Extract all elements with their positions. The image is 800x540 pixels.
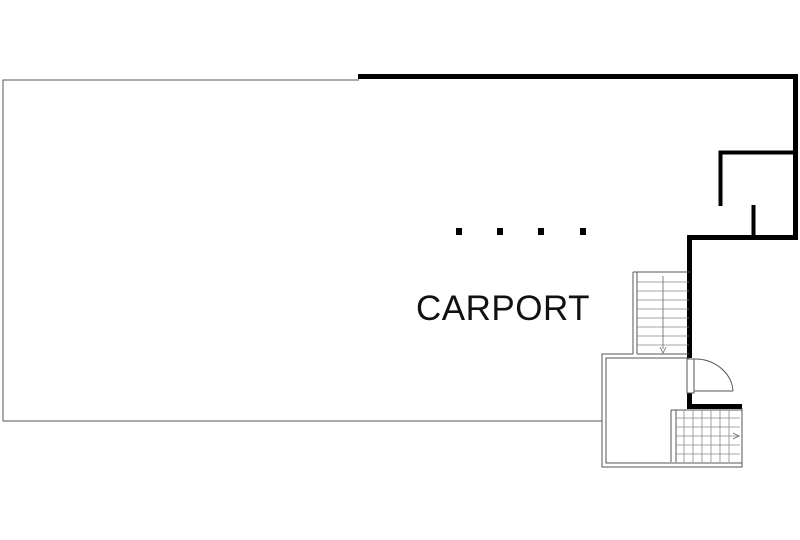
post-marker [497, 228, 503, 235]
room-label-carport: CARPORT [416, 289, 590, 328]
post-marker [456, 228, 462, 235]
carport-outline [2, 79, 602, 422]
exterior-wall-top-right [358, 74, 798, 358]
stair-upper [632, 271, 690, 354]
post-marker [538, 228, 544, 235]
post-marker [580, 228, 586, 235]
closet-wall [718, 150, 795, 206]
arrow-icon [732, 432, 740, 440]
door-swing-icon [686, 358, 734, 394]
stair-lower [670, 408, 743, 467]
arrow-icon [659, 346, 667, 354]
